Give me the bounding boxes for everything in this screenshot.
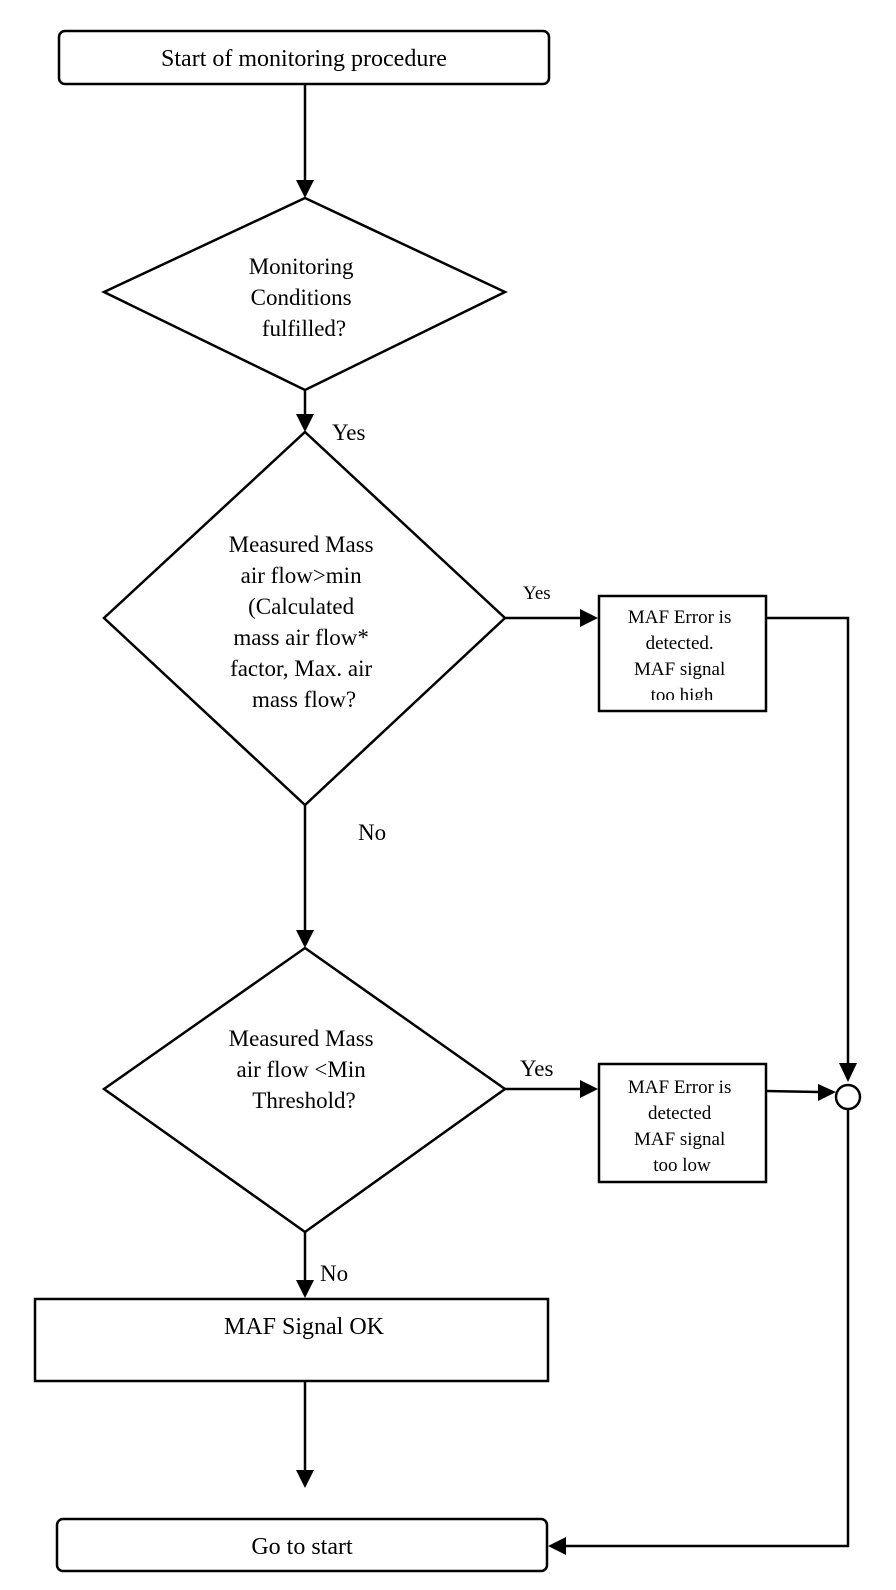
arrowhead: [818, 1084, 836, 1101]
decision-maf-too-low: [101, 946, 508, 1234]
label-line: too low: [653, 1155, 711, 1176]
label-line: fulfilled?: [262, 316, 346, 341]
label-line: Threshold?: [252, 1088, 355, 1113]
end-label: Go to start: [251, 1534, 353, 1560]
label-line: mass air flow*: [233, 625, 368, 650]
arrowhead: [296, 1280, 314, 1298]
label-line: detected: [648, 1103, 712, 1124]
process-error-too-high: [597, 594, 768, 713]
process-error-too-low: [597, 1062, 768, 1184]
connectors: [296, 84, 857, 1555]
label-conditions-yes: Yes: [332, 420, 366, 445]
arrowhead: [296, 414, 314, 432]
label-line: (Calculated: [248, 594, 355, 619]
end-node: [55, 1517, 549, 1573]
label-line: air flow <Min: [237, 1057, 367, 1082]
label-line: Monitoring: [249, 254, 354, 279]
edge-merge-to-end: [566, 1110, 850, 1548]
arrowhead: [296, 180, 314, 198]
label-line: MAF Error is: [628, 607, 731, 628]
label-line: MAF signal: [634, 1129, 725, 1150]
label-low-yes: Yes: [520, 1056, 554, 1081]
decision-monitoring-conditions-label: Monitoring Conditions fulfilled?: [249, 254, 360, 341]
arrowhead: [548, 1537, 566, 1555]
arrowhead: [839, 1063, 857, 1082]
label-line: too high: [651, 685, 714, 706]
arrowhead: [296, 930, 314, 948]
process-signal-ok: [33, 1297, 550, 1383]
merge-connector: [834, 1083, 862, 1111]
decision-monitoring-conditions: [101, 196, 508, 392]
label-high-yes: Yes: [523, 583, 551, 604]
label-line: detected.: [646, 633, 714, 654]
start-label: Start of monitoring procedure: [161, 46, 447, 72]
decision-maf-too-high-label: Measured Mass air flow>min (Calculated m…: [229, 532, 380, 712]
label-line: MAF Error is: [628, 1077, 731, 1098]
arrowhead: [580, 1080, 598, 1098]
edge-error-low-to-merge: [765, 1089, 819, 1094]
arrowhead: [580, 609, 598, 627]
label-line: air flow>min: [241, 563, 362, 588]
process-error-too-low-label: MAF Error is detected MAF signal too low: [628, 1077, 736, 1176]
label-line: mass flow?: [252, 687, 356, 712]
label-line: MAF signal: [634, 659, 725, 680]
label-line: Measured Mass: [229, 1026, 374, 1051]
label-high-no: No: [358, 820, 386, 845]
label-line: Measured Mass: [229, 532, 374, 557]
label-line: Conditions: [251, 285, 352, 310]
process-signal-ok-label: MAF Signal OK: [224, 1314, 385, 1340]
edge-error-high-to-merge: [766, 616, 850, 1063]
label-low-no: No: [320, 1261, 348, 1286]
label-line: factor, Max. air: [230, 656, 372, 681]
process-error-too-high-label: MAF Error is detected. MAF signal too hi…: [628, 607, 736, 706]
start-node: [57, 29, 551, 86]
decision-maf-too-low-label: Measured Mass air flow <Min Threshold?: [229, 1026, 380, 1113]
decision-maf-too-high: [102, 430, 507, 807]
arrowhead: [296, 1470, 314, 1488]
